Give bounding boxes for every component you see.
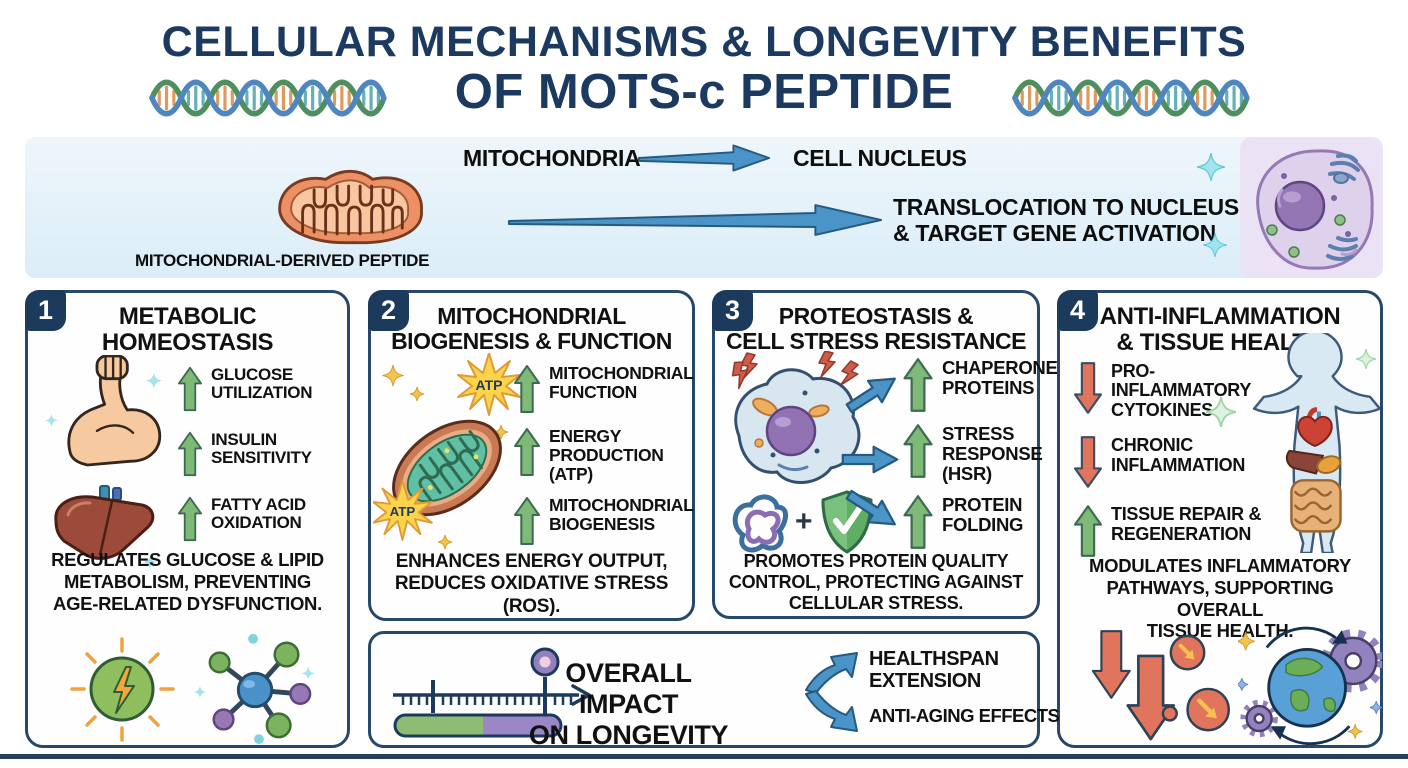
dna-helix-icon bbox=[149, 79, 387, 117]
molecule-icon bbox=[194, 633, 316, 745]
sparkle-icon bbox=[1197, 153, 1225, 181]
up-arrow-icon bbox=[514, 496, 540, 545]
up-arrow-icon bbox=[178, 431, 202, 477]
overall-impact-box: OVERALL IMPACT ON LONGEVITY HEALTHSPAN E… bbox=[368, 631, 1060, 751]
list-item: CHAPERONE PROTEINS bbox=[903, 357, 1058, 413]
card-title: METABOLIC HOMEOSTASIS bbox=[101, 303, 274, 357]
list-item: PRO-INFLAMMATORY CYTOKINES bbox=[1074, 361, 1283, 420]
list-item: FATTY ACID OXIDATION bbox=[178, 495, 331, 543]
list-item: INSULIN SENSITIVITY bbox=[178, 430, 331, 478]
blue-arrow-icon bbox=[841, 445, 899, 474]
cell-icon bbox=[1256, 149, 1374, 270]
card-items: GLUCOSE UTILIZATION INSULIN SENSITIVITY … bbox=[178, 365, 331, 543]
flexed-arm-icon bbox=[44, 355, 163, 467]
up-arrow-icon bbox=[1074, 505, 1102, 558]
list-item: ENERGY PRODUCTION (ATP) bbox=[514, 426, 691, 484]
card-description: MODULATES INFLAMMATORY PATHWAYS, SUPPORT… bbox=[1089, 555, 1351, 642]
page-title-line1: CELLULAR MECHANISMS & LONGEVITY BENEFITS bbox=[161, 18, 1247, 66]
sparkle-icon bbox=[1206, 397, 1236, 427]
card-number-badge: 1 bbox=[25, 290, 66, 331]
energy-bolt-icon bbox=[70, 637, 175, 742]
card-proteostasis: 3 PROTEOSTASIS & CELL STRESS RESISTANCE bbox=[712, 290, 1058, 619]
card-number-badge: 4 bbox=[1057, 290, 1098, 331]
card-number-badge: 3 bbox=[712, 290, 753, 331]
sparkle-icon bbox=[1203, 233, 1227, 257]
mitochondrial-derived-peptide-label: MITOCHONDRIAL-DERIVED PEPTIDE bbox=[135, 251, 430, 270]
down-arrows-icon bbox=[1091, 630, 1231, 741]
card-metabolic-homeostasis: 1 METABOLIC HOMEOSTASIS GLU bbox=[25, 290, 350, 748]
card-anti-inflammation: 4 ANTI-INFLAMMATION & TISSUE HEALTH PRO-… bbox=[1057, 290, 1383, 748]
mitochondria-label: MITOCHONDRIA bbox=[463, 145, 641, 171]
protein-squiggle-icon bbox=[732, 494, 788, 553]
down-arrow-icon bbox=[1074, 362, 1102, 414]
svg-text:ATP: ATP bbox=[390, 504, 416, 519]
card-description: REGULATES GLUCOSE & LIPID METABOLISM, PR… bbox=[51, 549, 324, 614]
liver-icon bbox=[54, 485, 157, 569]
list-item: STRESS RESPONSE (HSR) bbox=[903, 423, 1050, 484]
blue-arrow-icon bbox=[845, 489, 896, 526]
stressed-cell-icon bbox=[731, 351, 861, 485]
cell-illustration-box bbox=[1240, 137, 1383, 278]
list-item: GLUCOSE UTILIZATION bbox=[178, 365, 331, 413]
outcome-anti-aging: ANTI-AGING EFFECTS bbox=[869, 705, 1060, 726]
list-item: MITOCHONDRIAL BIOGENESIS bbox=[514, 495, 694, 547]
card-description: ENHANCES ENERGY OUTPUT, REDUCES OXIDATIV… bbox=[394, 551, 669, 617]
card-title: MITOCHONDRIAL BIOGENESIS & FUNCTION bbox=[391, 303, 672, 355]
mitochondria-icon bbox=[278, 169, 423, 245]
translocation-label: TRANSLOCATION TO NUCLEUS & TARGET GENE A… bbox=[893, 194, 1239, 247]
plus-sign: + bbox=[795, 505, 813, 538]
up-arrow-icon bbox=[178, 366, 202, 412]
up-arrow-icon bbox=[903, 358, 933, 412]
card-mitochondrial-biogenesis: 2 MITOCHONDRIAL BIOGENESIS & FUNCTION AT… bbox=[368, 290, 695, 621]
card-items: MITOCHONDRIAL FUNCTION ENERGY PRODUCTION… bbox=[514, 363, 694, 547]
blue-arrow-icon bbox=[845, 377, 896, 414]
pathway-banner: MITOCHONDRIAL-DERIVED PEPTIDE MITOCHONDR… bbox=[25, 137, 1383, 278]
up-arrow-icon bbox=[514, 365, 540, 413]
up-arrow-icon bbox=[903, 424, 933, 478]
dna-helix-icon bbox=[1012, 79, 1250, 117]
list-item: CHRONIC INFLAMMATION bbox=[1074, 435, 1283, 489]
card-items: CHAPERONE PROTEINS STRESS RESPONSE (HSR)… bbox=[903, 357, 1058, 550]
card-description: PROMOTES PROTEIN QUALITY CONTROL, PROTEC… bbox=[728, 551, 1024, 614]
branch-arrows-icon bbox=[805, 652, 858, 732]
longevity-timeline-icon bbox=[393, 647, 591, 738]
outcome-healthspan: HEALTHSPAN EXTENSION bbox=[869, 648, 999, 692]
card-items: PRO-INFLAMMATORY CYTOKINES CHRONIC INFLA… bbox=[1074, 361, 1283, 558]
mitochondrion-atp-icon: ATP ATP bbox=[373, 353, 521, 550]
impact-title: OVERALL IMPACT ON LONGEVITY bbox=[528, 658, 729, 751]
list-item: TISSUE REPAIR & REGENERATION bbox=[1074, 504, 1283, 558]
page-title-line2: OF MOTS-c PEPTIDE bbox=[454, 65, 954, 119]
down-arrow-icon bbox=[1074, 436, 1102, 489]
long-right-arrow-icon bbox=[507, 204, 883, 236]
up-arrow-icon bbox=[514, 428, 540, 476]
card-title: PROTEOSTASIS & CELL STRESS RESISTANCE bbox=[726, 303, 1026, 355]
sparkle-icon bbox=[1356, 349, 1376, 369]
svg-text:ATP: ATP bbox=[476, 377, 503, 393]
up-arrow-icon bbox=[903, 495, 933, 549]
footer-divider bbox=[0, 754, 1408, 759]
list-item: PROTEIN FOLDING bbox=[903, 494, 1050, 550]
right-arrow-icon bbox=[637, 144, 771, 172]
card-number-badge: 2 bbox=[368, 290, 409, 331]
human-body-icon bbox=[1252, 333, 1380, 553]
cell-nucleus-label: CELL NUCLEUS bbox=[793, 145, 967, 171]
earth-gears-icon bbox=[1238, 626, 1382, 745]
up-arrow-icon bbox=[178, 496, 202, 542]
list-item: MITOCHONDRIAL FUNCTION bbox=[514, 363, 694, 415]
card-title: ANTI-INFLAMMATION & TISSUE HEALTH bbox=[1099, 303, 1341, 357]
